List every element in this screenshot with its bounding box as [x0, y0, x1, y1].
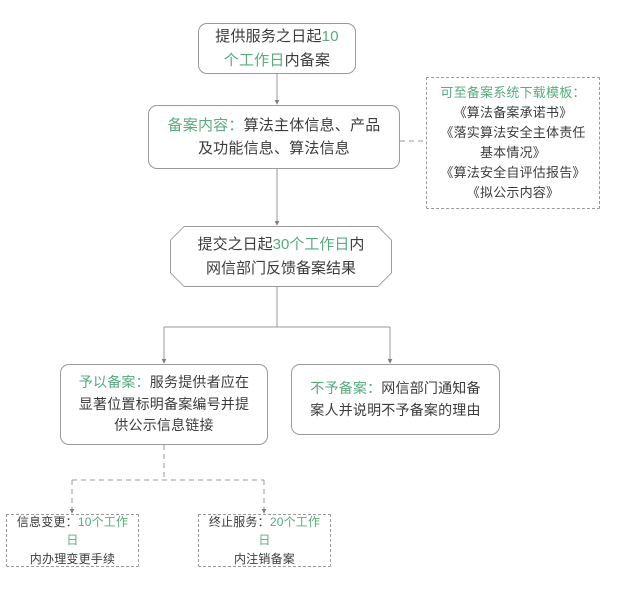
text-run: 《拟公示内容》: [466, 185, 560, 201]
text-run: 网信部门通知备: [381, 379, 481, 396]
highlight-run: 备案内容：: [167, 116, 244, 134]
text-run: 《算法安全自评估报告》: [440, 165, 586, 181]
node-approved-text: 予以备案：服务提供者应在显著位置标明备案编号并提供公示信息链接: [61, 372, 267, 437]
text-line: 提供服务之日起10: [205, 25, 349, 48]
text-run: 内办理变更手续: [29, 551, 116, 566]
highlight-run: 可至备案系统下载模板：: [440, 84, 586, 100]
text-line: 个工作日内备案: [205, 49, 349, 72]
text-run: 供公示信息链接: [114, 417, 214, 434]
text-line: 备案内容：算法主体信息、产品: [155, 114, 393, 137]
node-rejected-text: 不予备案：网信部门通知备案人并说明不予备案的理由: [292, 378, 499, 421]
highlight-run: 予以备案：: [78, 373, 150, 390]
text-line: 案人并说明不予备案的理由: [298, 400, 493, 422]
text-run: 终止服务：: [208, 514, 270, 529]
node-template-note-text: 可至备案系统下载模板： 《算法备案承诺书》《落实算法安全主体责任基本情况》《算法安…: [427, 83, 599, 204]
text-line: 内注销备案: [205, 550, 324, 569]
node-info-change-text: 信息变更：10个工作日内办理变更手续: [7, 513, 138, 569]
text-line: 可至备案系统下载模板：: [433, 83, 593, 103]
highlight-run: 20个工作日: [258, 514, 321, 548]
node-info-change[interactable]: 信息变更：10个工作日内办理变更手续: [6, 514, 139, 567]
highlight-run: 30个工作日: [272, 236, 350, 254]
node-filing-content[interactable]: 备案内容：算法主体信息、产品及功能信息、算法信息: [148, 105, 400, 169]
node-approved[interactable]: 予以备案：服务提供者应在显著位置标明备案编号并提供公示信息链接: [60, 364, 268, 445]
text-line: 基本情况》: [433, 143, 593, 163]
text-run: 提交之日起: [197, 236, 273, 254]
text-run: 及功能信息、算法信息: [197, 140, 350, 157]
text-line: 内办理变更手续: [13, 550, 132, 569]
text-line: 《算法备案承诺书》: [433, 103, 593, 123]
text-run: 案人并说明不予备案的理由: [310, 401, 481, 418]
text-line: 《算法安全自评估报告》: [433, 163, 593, 183]
node-review-fill: [171, 227, 391, 286]
text-line: 予以备案：服务提供者应在: [67, 372, 261, 394]
highlight-run: 10: [321, 28, 339, 46]
text-line: 信息变更：10个工作日: [13, 513, 132, 550]
text-line: 《拟公示内容》: [433, 183, 593, 203]
highlight-run: 个工作日: [223, 51, 285, 69]
text-line: 不予备案：网信部门通知备: [298, 378, 493, 400]
text-line: 网信部门反馈备案结果: [198, 257, 365, 280]
node-rejected[interactable]: 不予备案：网信部门通知备案人并说明不予备案的理由: [291, 364, 500, 435]
text-run: 基本情况》: [479, 145, 546, 160]
node-filing-content-text: 备案内容：算法主体信息、产品及功能信息、算法信息: [149, 114, 399, 161]
highlight-run: 不予备案：: [310, 379, 382, 396]
text-run: 内: [349, 236, 365, 254]
node-template-note[interactable]: 可至备案系统下载模板： 《算法备案承诺书》《落实算法安全主体责任基本情况》《算法安…: [426, 77, 600, 209]
text-line: 供公示信息链接: [67, 415, 261, 437]
text-line: 及功能信息、算法信息: [155, 137, 393, 160]
text-line: 《落实算法安全主体责任: [433, 123, 593, 143]
text-run: 内备案: [284, 51, 331, 69]
node-review-text: 提交之日起30个工作日内网信部门反馈备案结果: [198, 233, 365, 280]
text-line: 显著位置标明备案编号并提: [67, 394, 261, 416]
text-line: 终止服务：20个工作日: [205, 513, 324, 550]
text-run: 提供服务之日起: [215, 28, 322, 46]
node-service-termination[interactable]: 终止服务：20个工作日内注销备案: [198, 514, 331, 567]
node-review-textbox: 提交之日起30个工作日内网信部门反馈备案结果: [170, 226, 392, 287]
text-run: 信息变更：: [16, 514, 78, 529]
text-run: 算法主体信息、产品: [243, 116, 381, 134]
text-line: 提交之日起30个工作日内: [198, 233, 365, 256]
node-review[interactable]: 提交之日起30个工作日内网信部门反馈备案结果: [170, 226, 392, 287]
text-run: 内注销备案: [233, 551, 295, 566]
text-run: 显著位置标明备案编号并提: [78, 395, 250, 412]
highlight-run: 10个工作日: [66, 514, 129, 548]
text-run: 《落实算法安全主体责任: [440, 124, 586, 140]
text-run: 服务提供者应在: [149, 373, 250, 390]
node-service-termination-text: 终止服务：20个工作日内注销备案: [199, 513, 330, 569]
text-run: 《算法备案承诺书》: [453, 104, 573, 120]
text-run: 网信部门反馈备案结果: [205, 259, 356, 277]
